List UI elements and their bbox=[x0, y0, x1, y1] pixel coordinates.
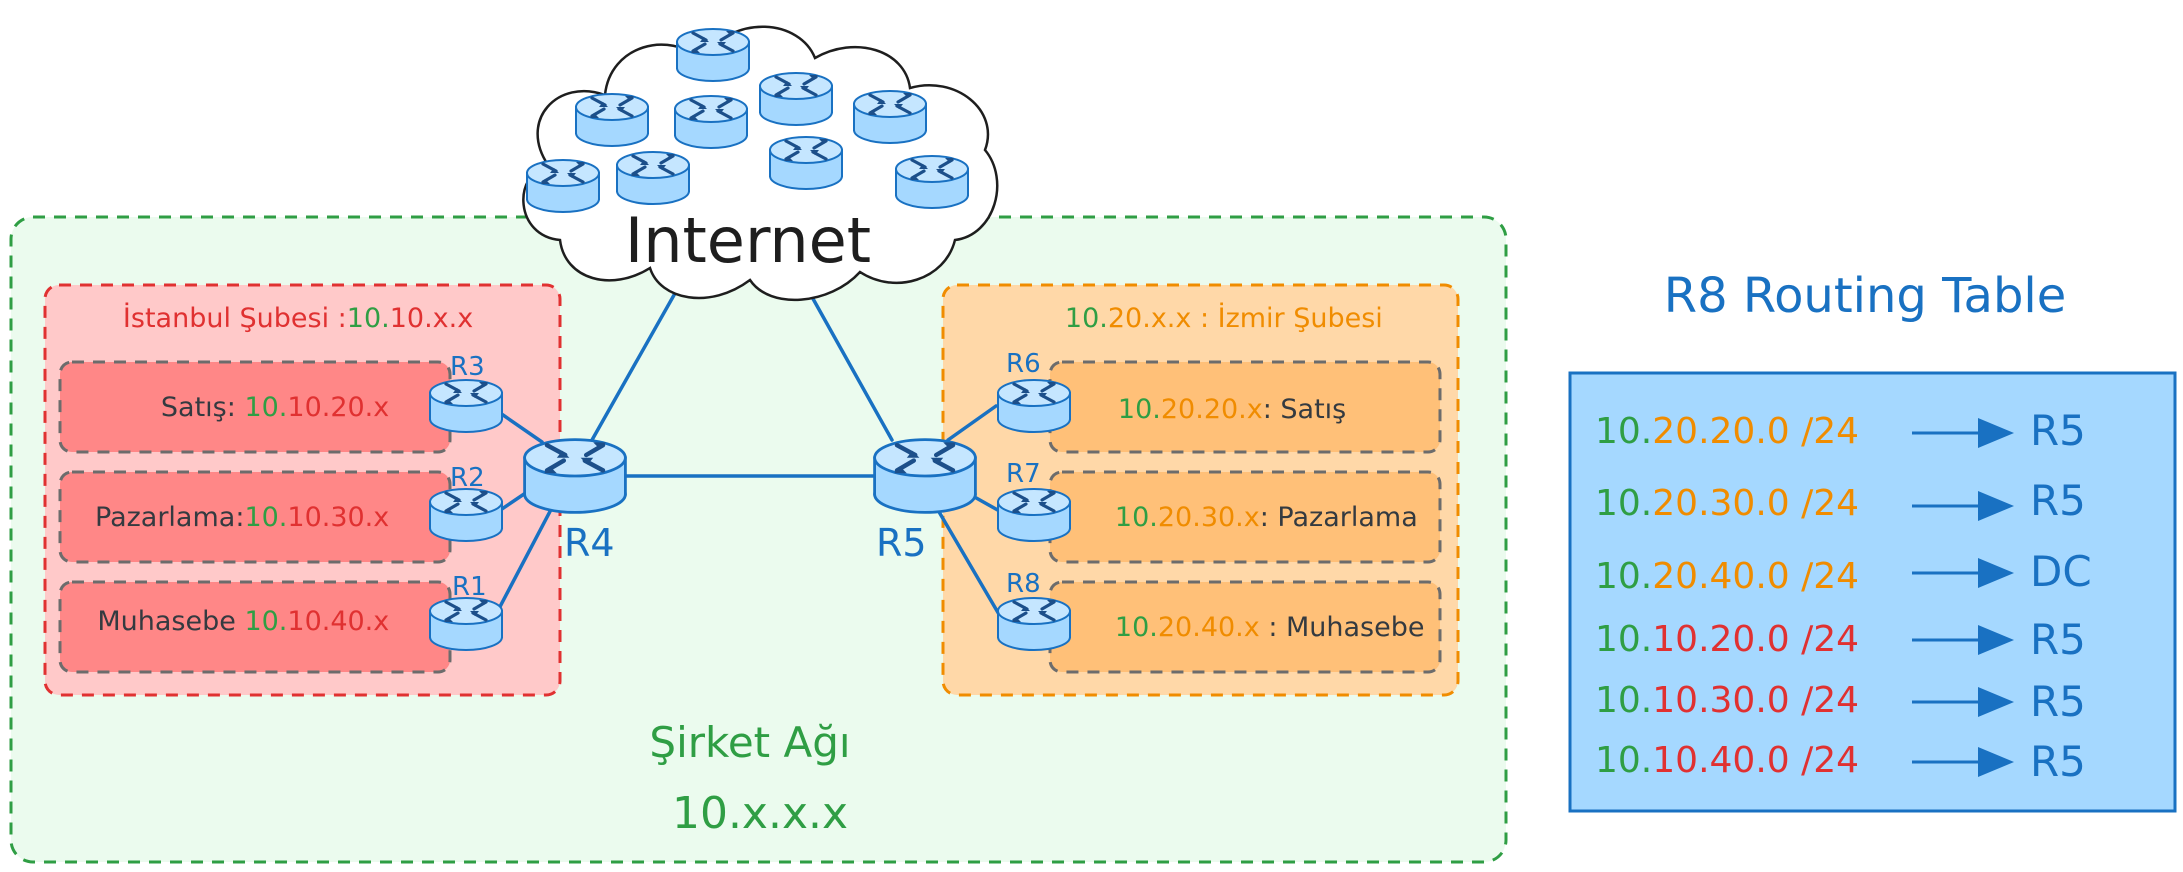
router-icon[interactable] bbox=[428, 378, 504, 434]
router-icon bbox=[758, 71, 834, 127]
internet-label: Internet bbox=[625, 204, 871, 277]
svg-text:10.10.20.0 /24: 10.10.20.0 /24 bbox=[1595, 619, 1859, 660]
router-label: R2 bbox=[450, 463, 485, 493]
routing-table bbox=[1568, 371, 2177, 813]
router-icon[interactable] bbox=[525, 440, 626, 513]
svg-text:10.10.30.0 /24: 10.10.30.0 /24 bbox=[1595, 680, 1859, 721]
router-label-r4: R4 bbox=[564, 521, 615, 565]
svg-text:R5: R5 bbox=[2030, 615, 2086, 664]
link-r5-r6 bbox=[946, 404, 998, 442]
link-r5-r8 bbox=[933, 503, 1002, 618]
router-icon bbox=[525, 158, 601, 214]
svg-text:10.20.20.0 /24: 10.20.20.0 /24 bbox=[1595, 411, 1859, 452]
routing-row: 10.20.20.0 /24 R5 bbox=[1595, 406, 2086, 455]
svg-text:R5: R5 bbox=[2030, 406, 2086, 455]
link-r4-r1 bbox=[491, 498, 558, 622]
router-icon bbox=[574, 92, 650, 148]
router-label: R7 bbox=[1006, 459, 1041, 489]
routing-row: 10.20.40.0 /24 DC bbox=[1595, 547, 2092, 597]
router-icon bbox=[615, 150, 691, 206]
router-icon[interactable] bbox=[996, 378, 1072, 434]
router-label-r5: R5 bbox=[876, 521, 927, 565]
router-icon[interactable] bbox=[428, 487, 504, 543]
network-links bbox=[488, 286, 1005, 622]
router-icon bbox=[673, 94, 749, 150]
router-icon bbox=[894, 154, 970, 210]
routing-table-rows: 10.20.20.0 /24 R5 10.20.30.0 /24 R5 10.2… bbox=[1595, 406, 2092, 786]
router-label: R1 bbox=[452, 572, 487, 602]
routing-row: 10.20.30.0 /24 R5 bbox=[1595, 476, 2086, 525]
istanbul-dept-label: Satış: 10.10.20.x bbox=[118, 392, 415, 423]
istanbul-dept-muhasebe bbox=[58, 580, 452, 674]
router-icon[interactable] bbox=[428, 596, 504, 652]
istanbul-branch-title: İstanbul Şubesi :10.10.x.x bbox=[80, 302, 499, 334]
svg-text:R5: R5 bbox=[2030, 677, 2086, 726]
svg-text:10.20.30.0 /24: 10.20.30.0 /24 bbox=[1595, 483, 1859, 524]
router-icon bbox=[852, 89, 928, 145]
istanbul-dept-satis bbox=[58, 360, 452, 454]
istanbul-dept-pazarlama bbox=[58, 470, 452, 564]
router-icon bbox=[768, 135, 844, 191]
routing-row: 10.10.40.0 /24 R5 bbox=[1595, 737, 2086, 786]
izmir-dept-label: 10.20.20.x: Satış bbox=[1075, 394, 1372, 425]
routing-table-title: R8 Routing Table bbox=[1664, 268, 2067, 324]
svg-text:R5: R5 bbox=[2030, 737, 2086, 786]
company-network-subnet: 10.x.x.x bbox=[672, 788, 848, 839]
router-icon[interactable] bbox=[875, 440, 976, 513]
istanbul-dept-label: Muhasebe 10.10.40.x bbox=[54, 606, 415, 637]
link-r4-internet bbox=[590, 286, 680, 442]
svg-text:10.20.40.0 /24: 10.20.40.0 /24 bbox=[1595, 556, 1859, 597]
router-icon[interactable] bbox=[996, 596, 1072, 652]
izmir-branch-title: 10.20.x.x : İzmir Şubesi bbox=[1022, 302, 1409, 334]
istanbul-dept-label: Pazarlama:10.10.30.x bbox=[52, 502, 415, 533]
svg-text:DC: DC bbox=[2030, 547, 2092, 596]
svg-text:10.10.40.0 /24: 10.10.40.0 /24 bbox=[1595, 740, 1859, 781]
router-icon[interactable] bbox=[996, 487, 1072, 543]
company-network-title: Şirket Ağı bbox=[649, 718, 850, 767]
izmir-dept-label: 10.20.40.x : Muhasebe bbox=[1072, 612, 1450, 643]
routing-row: 10.10.20.0 /24 R5 bbox=[1595, 615, 2086, 664]
link-r5-internet bbox=[805, 286, 894, 442]
izmir-dept-label: 10.20.30.x: Pazarlama bbox=[1072, 502, 1444, 533]
svg-text:R5: R5 bbox=[2030, 476, 2086, 525]
routing-row: 10.10.30.0 /24 R5 bbox=[1595, 677, 2086, 726]
router-label: R8 bbox=[1006, 569, 1041, 599]
router-label: R3 bbox=[450, 352, 485, 382]
router-icon bbox=[675, 27, 751, 83]
router-label: R6 bbox=[1006, 349, 1041, 379]
